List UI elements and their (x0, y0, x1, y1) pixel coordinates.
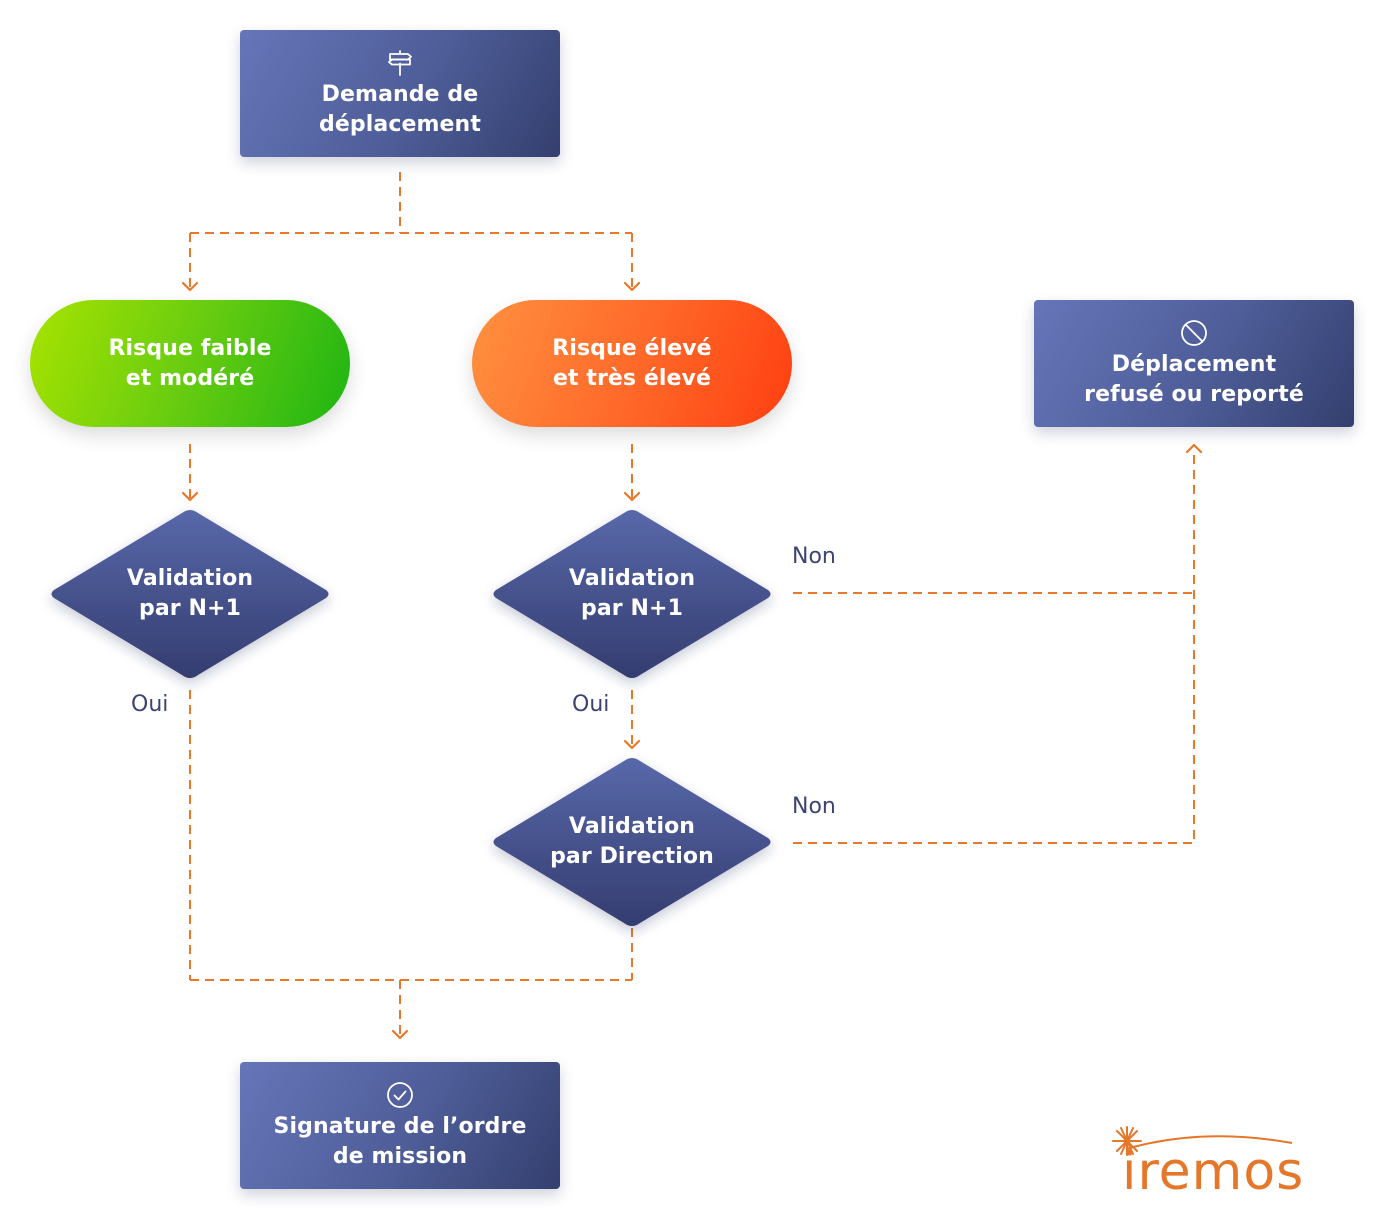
node-label: Demande de déplacement (319, 81, 481, 137)
node-label: Validation par N+1 (568, 566, 696, 621)
edge-label-oui-left: Oui (131, 692, 169, 717)
node-risque-faible: Risque faible et modéré (30, 300, 350, 427)
arrowhead-risque-faible (181, 281, 199, 292)
logo-swoosh (1125, 1135, 1293, 1150)
arrowhead-signature (391, 1029, 409, 1040)
edge-label-non-1: Non (792, 544, 836, 569)
signpost-icon (388, 49, 412, 76)
arrowhead-validation-left (181, 491, 199, 502)
node-label: Déplacement refusé ou reporté (1084, 351, 1304, 407)
diamond-validation-direction (493, 758, 771, 926)
node-label: Signature de l’ordre de mission (273, 1113, 527, 1169)
node-validation-direction: Validation par Direction (492, 782, 772, 902)
prohibited-icon (1181, 319, 1207, 346)
connectors (189, 172, 1195, 1036)
edge-label-oui-right: Oui (572, 692, 610, 717)
node-validation-n1-left: Validation par N+1 (60, 534, 320, 654)
check-circle-icon (387, 1081, 413, 1108)
diamond-validation-n1-left (51, 510, 329, 678)
iremos-logo: iremos (1112, 1126, 1304, 1195)
node-risque-eleve: Risque élevé et très élevé (472, 300, 792, 427)
arrowheads (181, 281, 1203, 1040)
node-label: Risque faible et modéré (108, 335, 272, 391)
node-demande-deplacement: Demande de déplacement (240, 30, 560, 157)
logo-wordmark: iremos (1122, 1142, 1304, 1195)
node-validation-n1-right: Validation par N+1 (502, 534, 762, 654)
arrowhead-risque-eleve (623, 281, 641, 292)
node-label: Validation par N+1 (126, 566, 254, 621)
node-signature-ordre-mission: Signature de l’ordre de mission (240, 1062, 560, 1189)
arrowhead-validation-right (623, 491, 641, 502)
diamond-validation-n1-right (493, 510, 771, 678)
edge-label-non-2: Non (792, 794, 836, 819)
node-deplacement-refuse: Déplacement refusé ou reporté (1034, 300, 1354, 427)
node-label: Risque élevé et très élevé (552, 335, 712, 391)
arrowhead-refuse (1185, 443, 1203, 454)
arrowhead-direction (623, 739, 641, 750)
connector-non-2 (793, 450, 1195, 844)
node-label: Validation par Direction (550, 814, 714, 869)
